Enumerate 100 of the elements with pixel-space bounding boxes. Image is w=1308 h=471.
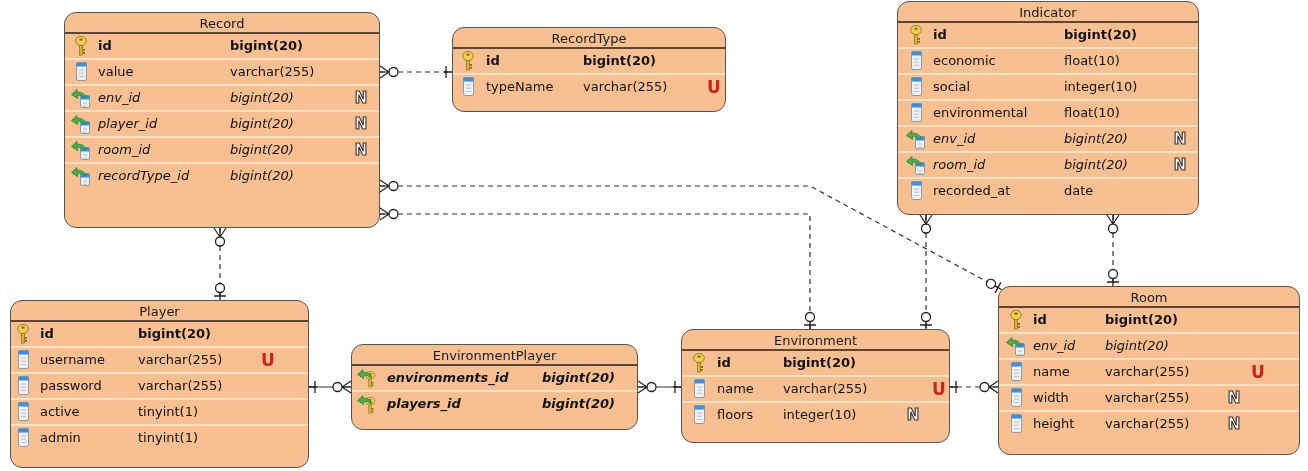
table-row <box>682 375 949 401</box>
column-name: env_id <box>1033 338 1076 354</box>
column-name: typeName <box>486 79 554 95</box>
column-name: width <box>1033 390 1069 406</box>
column-name: password <box>40 378 102 394</box>
column-name: environments_id <box>387 370 509 386</box>
table-title: Player <box>139 304 180 319</box>
entity-table <box>998 286 1300 455</box>
column-type: bigint(20) <box>783 355 856 371</box>
column-name: id <box>717 355 731 371</box>
table-title: Environment <box>774 333 857 348</box>
column-name: player_id <box>98 116 158 132</box>
column-name: admin <box>40 430 81 446</box>
column-name: id <box>40 326 54 342</box>
entity-table <box>452 27 726 112</box>
table-row <box>453 73 725 99</box>
relationship-line <box>949 380 999 394</box>
column-type: varchar(255) <box>1105 364 1190 380</box>
column-name: env_id <box>98 90 141 106</box>
column-name: id <box>486 53 500 69</box>
table-row <box>682 349 949 375</box>
column-type: bigint(20) <box>1064 157 1128 173</box>
relationship-line <box>379 207 817 330</box>
column-type: bigint(20) <box>542 370 615 386</box>
column-name: environmental <box>933 105 1028 121</box>
column-name: id <box>933 27 947 43</box>
nullable-label: N <box>1173 129 1187 149</box>
entity-table <box>351 344 638 430</box>
table-row <box>682 401 949 427</box>
entity-table <box>681 329 950 443</box>
nullable-label: N <box>1173 155 1187 175</box>
column-name: economic <box>933 53 996 69</box>
nullable-label: N <box>906 405 920 425</box>
table-row <box>11 424 308 450</box>
table-row <box>352 390 637 416</box>
table-row <box>898 151 1198 177</box>
column-type: bigint(20) <box>230 168 294 184</box>
relationship-line <box>379 179 1003 294</box>
column-type: bigint(20) <box>583 53 656 69</box>
unique-label: U <box>1251 362 1265 382</box>
table-row <box>352 364 637 390</box>
column-type: bigint(20) <box>230 90 294 106</box>
column-name: name <box>717 381 754 397</box>
table-row <box>898 47 1198 73</box>
nullable-label: N <box>1227 388 1241 408</box>
column-name: social <box>933 79 971 95</box>
table-row <box>65 110 379 136</box>
column-type: float(10) <box>1064 53 1120 69</box>
table-row <box>898 125 1198 151</box>
column-name: active <box>40 404 80 420</box>
column-name: env_id <box>933 131 976 147</box>
column-name: floors <box>717 407 754 423</box>
table-row <box>999 358 1299 384</box>
column-name: username <box>40 352 105 368</box>
table-title: Room <box>1130 290 1168 305</box>
nullable-label: N <box>1227 414 1241 434</box>
table-row <box>898 99 1198 125</box>
nullable-label: N <box>354 88 368 108</box>
table-row <box>65 162 379 188</box>
column-type: bigint(20) <box>230 142 294 158</box>
relationship-line <box>1106 214 1120 287</box>
table-row <box>65 136 379 162</box>
entity-table <box>897 1 1199 215</box>
relationship-line <box>213 227 227 301</box>
column-name: room_id <box>98 142 151 158</box>
table-row <box>898 21 1198 47</box>
table-row <box>11 372 308 398</box>
table-row <box>65 58 379 84</box>
column-name: players_id <box>387 396 461 412</box>
column-type: varchar(255) <box>1105 416 1190 432</box>
table-row <box>898 177 1198 203</box>
table-title: RecordType <box>551 31 627 46</box>
table-row <box>11 320 308 346</box>
column-name: name <box>1033 364 1070 380</box>
relationship-line <box>637 380 682 394</box>
column-type: bigint(20) <box>1064 27 1137 43</box>
column-type: bigint(20) <box>542 396 615 412</box>
column-name: height <box>1033 416 1075 432</box>
table-title: EnvironmentPlayer <box>432 348 557 363</box>
relationship-line <box>308 380 352 394</box>
column-type: integer(10) <box>783 407 857 423</box>
column-type: varchar(255) <box>583 79 668 95</box>
column-type: bigint(20) <box>1105 312 1178 328</box>
column-type: date <box>1064 183 1094 199</box>
table-row <box>11 398 308 424</box>
table-row <box>999 384 1299 410</box>
column-type: bigint(20) <box>1064 131 1128 147</box>
table-row <box>898 73 1198 99</box>
nullable-label: N <box>354 114 368 134</box>
column-type: bigint(20) <box>230 116 294 132</box>
table-row <box>453 47 725 73</box>
unique-label: U <box>707 77 721 97</box>
column-type: bigint(20) <box>138 326 211 342</box>
relationship-line <box>379 65 453 79</box>
table-row <box>999 410 1299 436</box>
column-name: value <box>98 64 134 80</box>
table-row <box>11 346 308 372</box>
entity-table <box>64 12 380 228</box>
column-name: recorded_at <box>933 183 1011 199</box>
column-type: tinyint(1) <box>138 404 198 420</box>
